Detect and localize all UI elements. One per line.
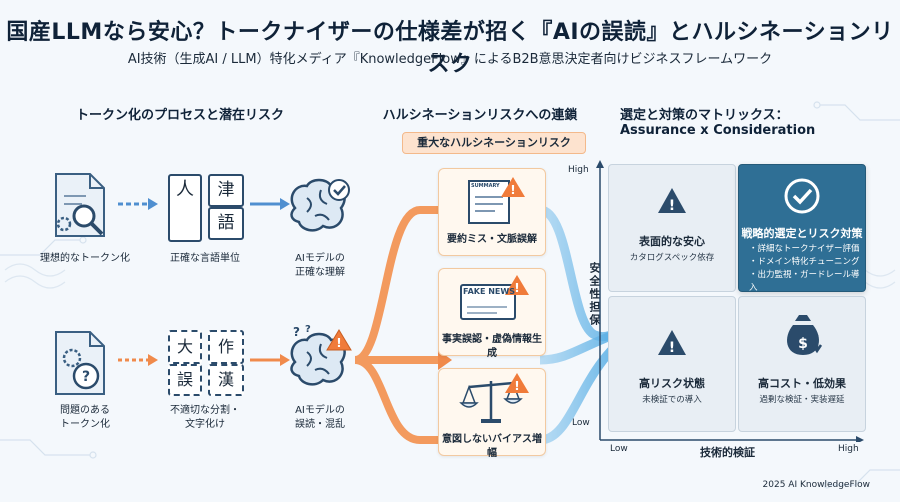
label-line: 不適切な分割・ (170, 405, 240, 416)
risk-card-label: 事実誤認・虚偽情報生成 (442, 334, 542, 359)
label-line: 文字化け (185, 419, 225, 430)
correct-language-unit-label: 正確な言語単位 (170, 253, 240, 264)
footer-copyright: 2025 AI KnowledgeFlow (762, 480, 870, 490)
token-block: 漢 (208, 364, 244, 396)
label-line: 誤読・混乱 (295, 419, 345, 430)
risk-card-label: 要約ミス・文脈誤解 (447, 234, 537, 245)
x-axis-high: High (838, 444, 859, 454)
document-gear-icon (55, 173, 105, 237)
svg-text:!: ! (336, 336, 341, 350)
hallucination-heading: ハルシネーションリスクへの連鎖 (382, 108, 578, 123)
ideal-tokenization-label: 理想的なトークン化 (40, 253, 130, 264)
check-circle-icon (784, 178, 820, 214)
cell-title: 高コスト・低効果 (758, 377, 846, 390)
cell-title: 戦略的選定とリスク対策 (741, 227, 863, 240)
y-axis-low: Low (572, 418, 590, 428)
risk-card-bias: ! 意図しないバイアス増幅 (438, 368, 546, 459)
risk-card-fake-news: ! FAKE NEWS 事実誤認・虚偽情報生成 (438, 268, 546, 359)
arrow-icon (250, 354, 290, 366)
summary-document-icon: ! (468, 177, 525, 224)
cell-subtitle: カタログスペック依存 (629, 253, 715, 263)
strategy-item: ・詳細なトークナイザー評価 (749, 244, 860, 254)
cell-title: 高リスク状態 (639, 377, 705, 390)
document-question-icon: ? (55, 331, 105, 395)
token-blocks-broken: 大 作 誤 漢 (168, 330, 244, 396)
cell-title: 表面的な安心 (639, 235, 705, 248)
svg-text:?: ? (293, 325, 300, 339)
money-bag-down-icon: $ (787, 315, 823, 355)
matrix-heading-line: 選定と対策のマトリックス： (620, 108, 789, 123)
brain-check-icon (290, 178, 350, 232)
svg-text:!: ! (514, 379, 519, 393)
cell-subtitle: 過剰な検証・実装遅延 (759, 395, 845, 405)
process-heading: トークン化のプロセスと潜在リスク (75, 108, 284, 123)
matrix-heading: 選定と対策のマトリックス： Assurance x Consideration (620, 104, 860, 138)
brain-understanding-label: AIモデルの 正確な理解 (270, 252, 370, 280)
strategy-item: ・ドメイン特化チューニング (749, 257, 860, 267)
svg-text:$: $ (798, 336, 808, 352)
svg-text:!: ! (669, 198, 675, 214)
matrix-cell-surface-security: ! 表面的な安心 カタログスペック依存 (608, 164, 736, 292)
cell-subtitle: 未検証での導入 (642, 395, 702, 405)
matrix-heading-line: Assurance x Consideration (620, 123, 816, 138)
critical-risk-banner: 重大なハルシネーションリスク (402, 132, 586, 154)
x-axis-label: 技術的検証 (700, 446, 755, 459)
problem-tokenization-label: 問題のある トークン化 (35, 404, 135, 432)
fake-news-icon: ! (460, 275, 529, 320)
risk-card-summary: ! SUMMARY 要約ミス・文脈誤解 (438, 168, 546, 256)
balance-scale-icon: ! (459, 373, 529, 423)
token-block: 作 (208, 330, 244, 364)
token-blocks-correct: 人 津 語 (168, 174, 244, 242)
token-block: 語 (208, 207, 244, 240)
svg-text:!: ! (669, 340, 675, 356)
label-line: 問題のある (60, 405, 110, 416)
arrow-icon (250, 198, 290, 210)
x-axis-low: Low (610, 444, 628, 454)
label-line: AIモデルの (295, 405, 345, 416)
matrix-cell-high-cost: $ 高コスト・低効果 過剰な検証・実装遅延 (738, 296, 866, 432)
label-line: AIモデルの (295, 253, 345, 264)
token-block: 人 (168, 174, 202, 242)
matrix-cell-strategic-selection: 戦略的選定とリスク対策 ・詳細なトークナイザー評価 ・ドメイン特化チューニング … (738, 164, 866, 295)
arrow-icon (118, 354, 158, 366)
page-title: 国産LLMなら安心？トークナイザーの仕様差が招く『AIの誤読』とハルシネーション… (6, 20, 894, 77)
svg-text:?: ? (82, 369, 90, 385)
risk-card-label: 意図しないバイアス増幅 (442, 434, 542, 459)
y-axis-high: High (568, 165, 589, 175)
token-block: 大 (168, 330, 202, 364)
summary-icon-text: SUMMARY (471, 183, 500, 189)
matrix-cell-high-risk: ! 高リスク状態 未検証での導入 (608, 296, 736, 432)
token-block: 誤 (168, 364, 202, 396)
y-axis-label: 安全性担保 (588, 262, 601, 327)
strategy-item: ・出力監視・ガードレール導入 (749, 270, 860, 293)
svg-text:!: ! (514, 281, 519, 295)
brain-confused-icon: ? ? ! (290, 324, 352, 386)
warning-icon: ! (658, 330, 686, 356)
label-line: 正確な理解 (295, 267, 345, 278)
fake-news-icon-text: FAKE NEWS (463, 287, 515, 296)
svg-text:!: ! (510, 183, 515, 197)
brain-confusion-label: AIモデルの 誤読・混乱 (270, 404, 370, 432)
label-line: トークン化 (60, 419, 110, 430)
svg-text:?: ? (305, 324, 311, 335)
matrix-axes (596, 160, 864, 442)
improper-split-label: 不適切な分割・ 文字化け (155, 404, 255, 432)
arrow-icon (118, 198, 158, 210)
page-subtitle: AI技術（生成AI / LLM）特化メディア『KnowledgeFlow』による… (127, 52, 773, 67)
strategy-list: ・詳細なトークナイザー評価 ・ドメイン特化チューニング ・出力監視・ガードレール… (749, 243, 863, 295)
token-block: 津 (208, 174, 244, 207)
warning-icon: ! (658, 188, 686, 214)
